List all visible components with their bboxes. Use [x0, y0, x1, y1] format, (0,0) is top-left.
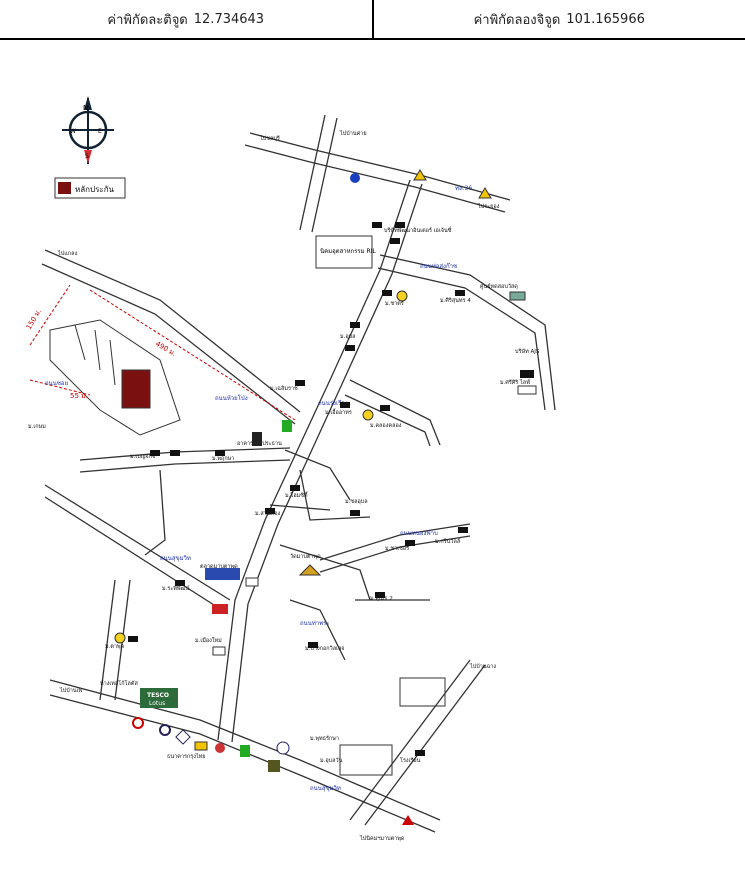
label-kasem: ม.เกษม [28, 424, 46, 430]
road-label-huaipong: ถนนห้วยโป่ง [215, 394, 248, 402]
label-to-banchang: ไปบ้านฉาง [469, 663, 496, 670]
legend-label: หลักประกัน [75, 185, 115, 194]
latitude-cell: ค่าพิกัดละติจูด 12.734643 [0, 0, 372, 38]
label-tesco-note: ห้างเทสโก้โลตัส [100, 679, 138, 687]
label-to-chonburi: ไปชลบุรี [259, 135, 280, 142]
house-icons [128, 222, 534, 756]
label-home-city: ม.โฮมซิตี้ [285, 491, 309, 499]
compass-west: W [70, 128, 76, 135]
label-school: โรงเรียน [400, 756, 421, 764]
label-ubon-one: ม.อุบลวัน [320, 757, 343, 764]
road-label-soi: ถนนซอย [45, 380, 68, 387]
label-bank: ธนาคารกรุงไทย [167, 753, 206, 760]
land-parcels [49, 319, 181, 436]
label-phuttharaksa: ม.พุทธรักษา [310, 735, 339, 742]
road-label-sukhumvit-lower: ถนนสุขุมวิท [310, 785, 341, 792]
label-pruksa: ม.พฤกษา [212, 456, 234, 462]
label-wat: วัดมาบตาพุด [290, 553, 321, 560]
road-label-pipeline: ถนนท่อส่งก๊าซ [420, 263, 457, 270]
label-to-rayong: ไประยอง [477, 203, 500, 210]
label-ajs: บริษัท AJS [515, 348, 540, 355]
road-label-nongfab: ถนนหนองฟ้าบ [400, 530, 438, 537]
road-label-36: ทล.36 [455, 185, 472, 192]
label-eua: ม.เอื้ออาทร [325, 408, 352, 416]
collateral-parcel [121, 369, 151, 409]
label-ta-phut: ม.ตาพุด [105, 644, 125, 650]
distance-55: 55 ม. [70, 392, 88, 400]
label-market: ตลาดมาบตาพุด [200, 564, 238, 570]
compass-north: N [83, 104, 88, 112]
longitude-value: 101.165966 [566, 11, 645, 27]
label-to-mapta: ไปนิคมฯมาบตาพุด [359, 835, 405, 842]
compass-icon: N S E W [62, 96, 114, 164]
label-ubon: ม.อุบล [340, 334, 356, 340]
label-ch-cherry: ม.ชาเชอรี่ [385, 544, 409, 552]
location-map: N S E W หลักประกัน นิคมอุตสาหกรรม RIL ทล… [25, 96, 556, 842]
compass-east: E [98, 128, 102, 135]
road-label-sukhumvit: ถนนสุขุมวิท [160, 555, 191, 562]
lotus-text: Lotus [149, 700, 165, 707]
location-markers [114, 290, 408, 644]
coordinate-header: ค่าพิกัดละติจูด 12.734643 ค่าพิกัดลองจิจ… [0, 0, 745, 40]
label-chalerm: ม.เฉลิมราช [270, 385, 298, 392]
road-label-rungrueng: ถนนรุ่งเรือง [318, 399, 348, 407]
legend: หลักประกัน [54, 177, 126, 199]
distance-150: 150 ม. [25, 308, 43, 331]
compass-south: S [85, 153, 89, 160]
label-to-banphe: ไปบ้านเพ [59, 687, 82, 694]
landmark-icons [132, 169, 537, 825]
label-to-klaeng: ไปแกลง [57, 250, 78, 257]
latitude-value: 12.734643 [193, 11, 265, 27]
road-network [41, 114, 556, 833]
distance-markers [29, 284, 296, 421]
ril-box [315, 235, 373, 269]
label-green-ville: ม.กรีนวิลล์ [435, 538, 460, 545]
label-pattana: บริษัทพัฒนาอินเตอร์ เอเจ้นซี่ [384, 226, 452, 234]
label-rapee: ม.ระพีพัฒน์ [162, 585, 190, 592]
ril-label: นิคมอุตสาหกรรม RIL [320, 248, 377, 255]
road-label-thaphrao: ถนนท่าพระ [300, 620, 330, 627]
label-khlong: ม.คลองคลอง [370, 423, 402, 429]
latitude-label: ค่าพิกัดละติจูด [107, 12, 188, 28]
distance-490: 490 ม. [154, 340, 177, 358]
label-to-bankhai: ไปบ้านค่าย [339, 130, 367, 137]
longitude-cell: ค่าพิกัดลองจิจูด 101.165966 [371, 0, 745, 38]
label-sirisoon: ม.ศิริสุนทร 4 [440, 297, 471, 304]
label-chatree: ม.ชาตรี [385, 300, 404, 307]
label-sumet: ม.สุเมธ 2 [370, 595, 393, 602]
building-box-2 [399, 677, 446, 707]
label-plant: ศูนย์ทดสอบวัสดุ [480, 283, 518, 290]
label-bangkok: ม.บางกอกวิลเลจ [305, 645, 345, 652]
label-chon-urban: ม.ชลอุบล [345, 498, 368, 505]
tesco-lotus-logo: TESCO Lotus [140, 688, 178, 708]
tesco-text: TESCO [147, 692, 169, 699]
building-box-1 [339, 744, 393, 776]
label-benchakit: ม.เบญจกิจ [130, 453, 155, 460]
label-metro: ม.เมืองใหม่ [195, 637, 222, 644]
longitude-label: ค่าพิกัดลองจิจูด [473, 12, 561, 28]
label-srisiri: ม.ศรีศิริ ไลฟ์ [500, 379, 530, 386]
